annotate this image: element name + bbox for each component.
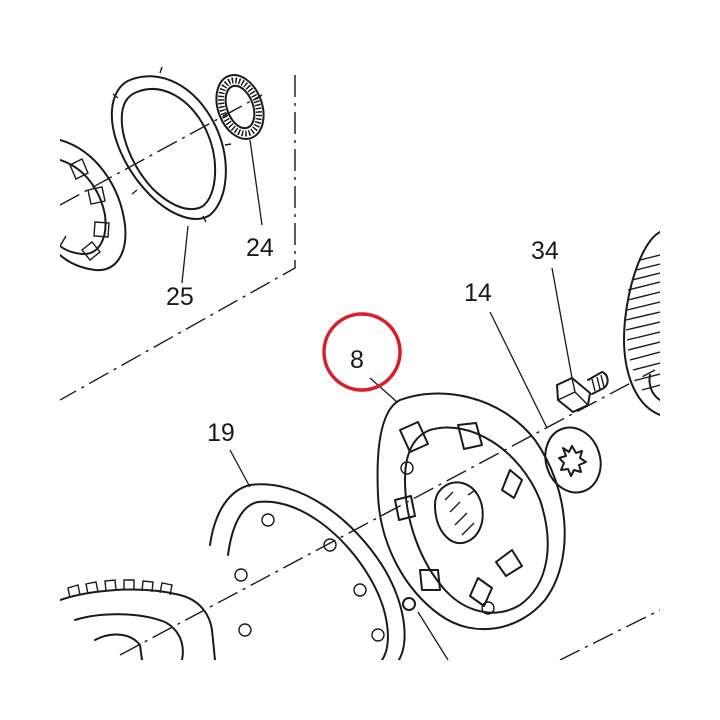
shim-ring xyxy=(110,66,232,223)
lock-washer xyxy=(544,426,602,494)
callout-25: 25 xyxy=(166,283,194,311)
lower-gear xyxy=(60,579,216,660)
upper-gear-hub xyxy=(60,139,127,272)
callout-19: 19 xyxy=(207,419,235,447)
leader-lines xyxy=(181,139,573,661)
callout-8: 8 xyxy=(350,346,364,374)
bolt xyxy=(556,371,609,413)
callout-24: 24 xyxy=(246,234,274,262)
callout-14: 14 xyxy=(464,279,492,307)
highlight-circle xyxy=(322,312,402,392)
gasket-ring xyxy=(209,483,406,660)
thrust-bearing xyxy=(215,74,265,140)
clutch-hub-plate xyxy=(376,392,566,631)
callout-34: 34 xyxy=(531,237,559,265)
dowel-pin xyxy=(402,597,416,611)
right-gear xyxy=(623,231,660,416)
